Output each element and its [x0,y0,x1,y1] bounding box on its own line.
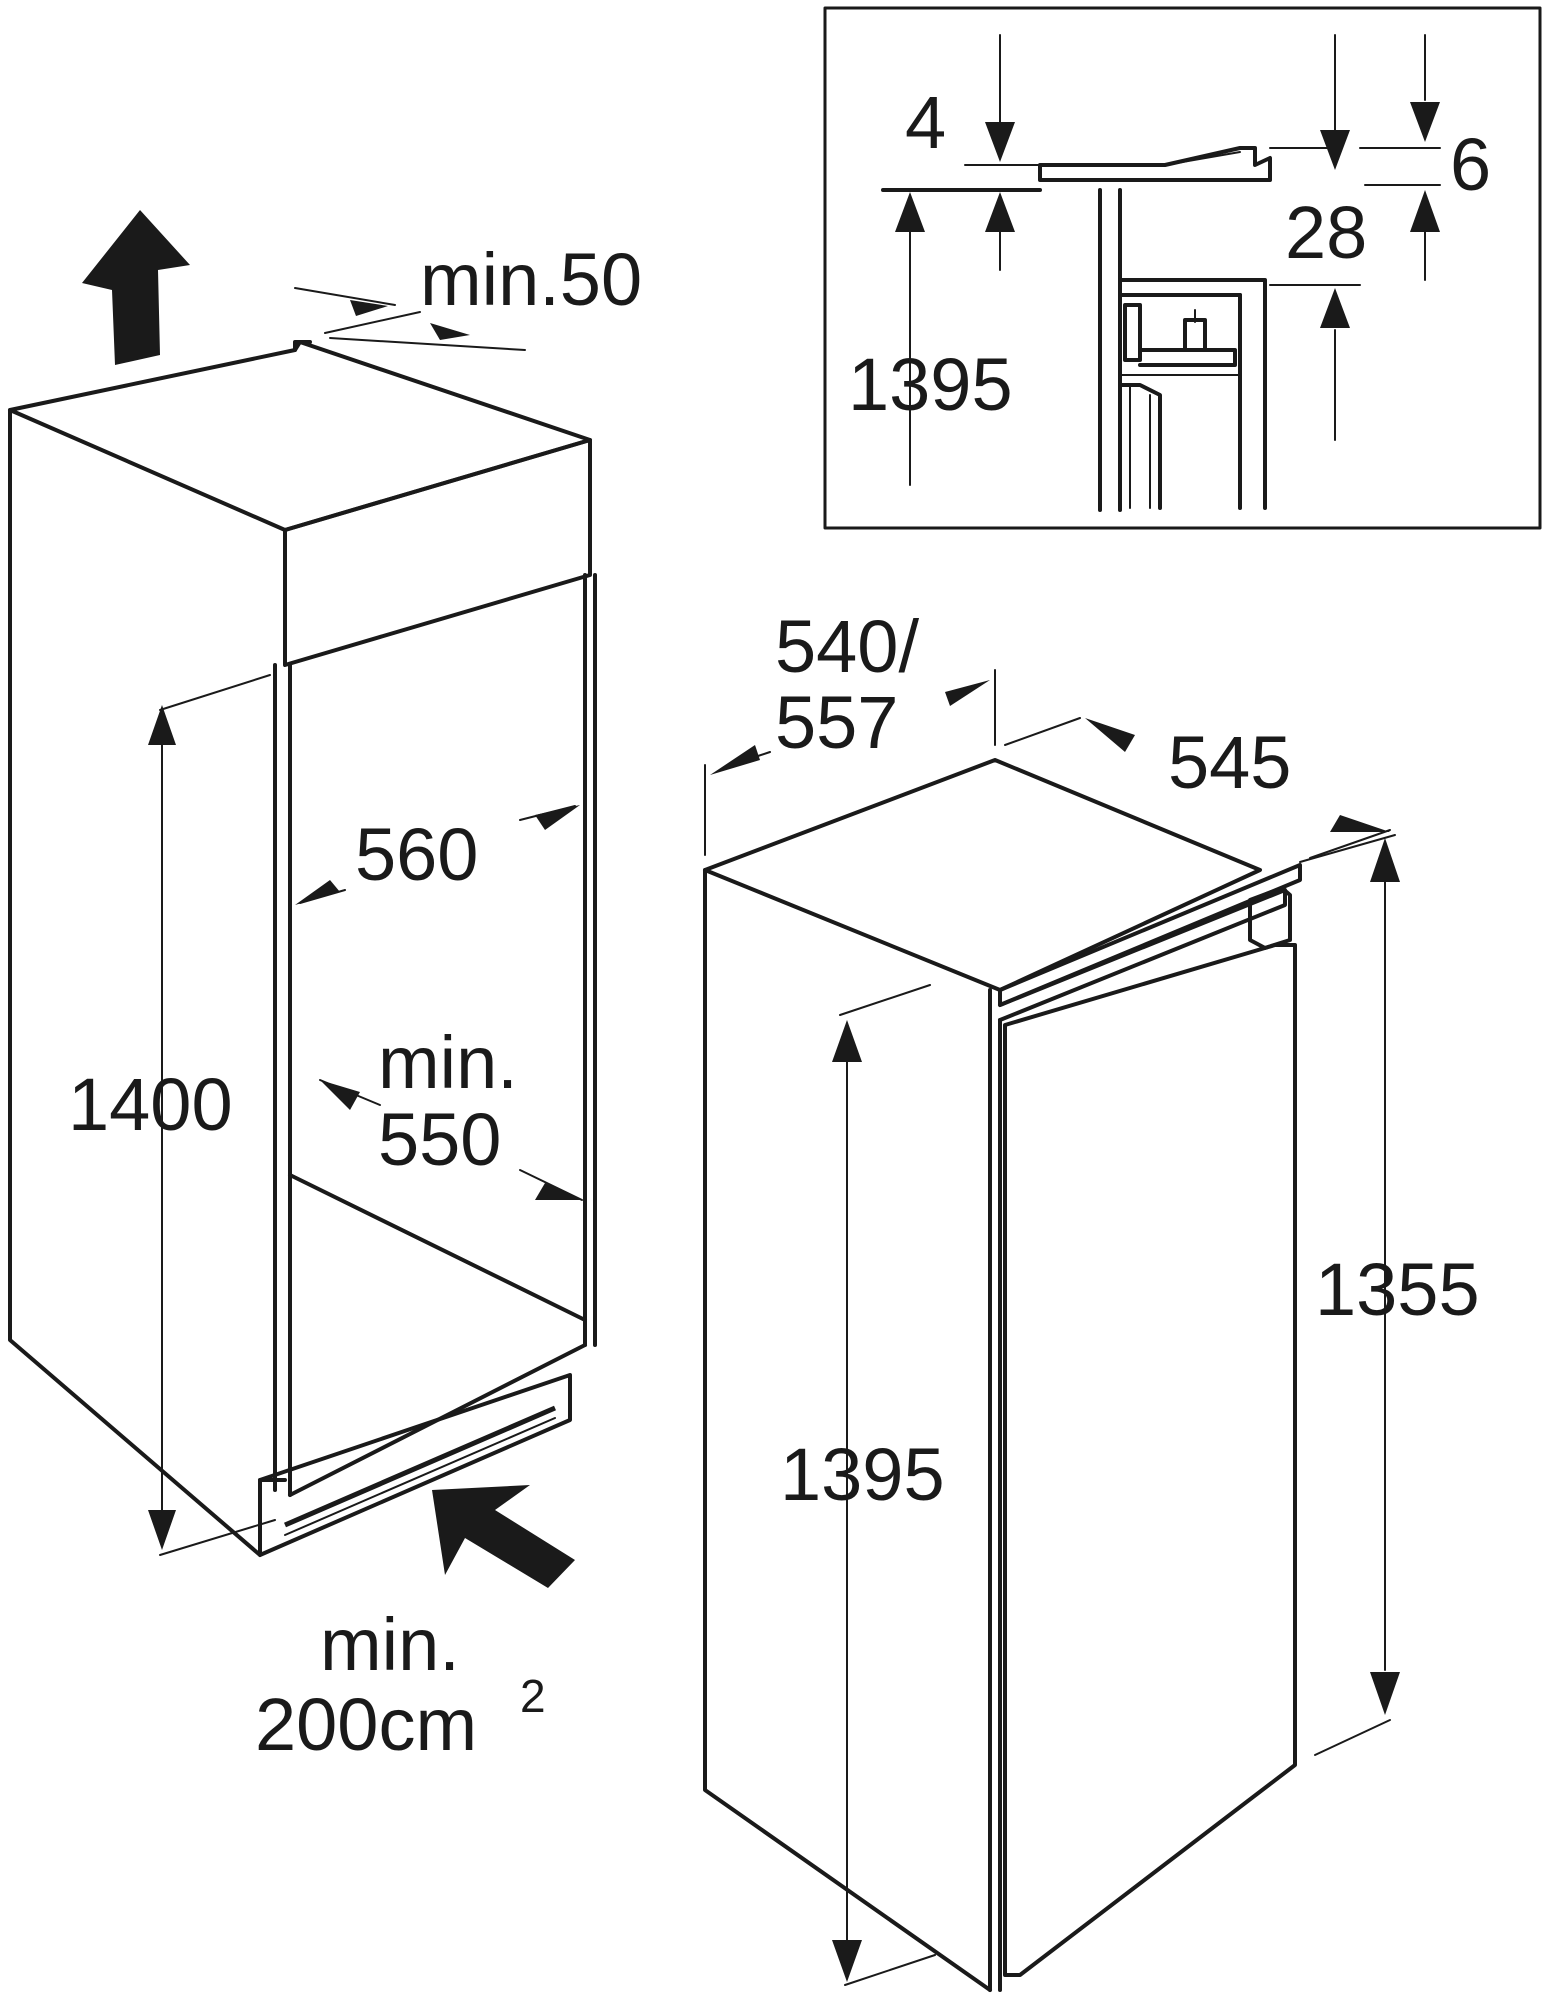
detail-inset: 4 1395 6 28 [823,6,1542,530]
label-detail-1395: 1395 [848,343,1013,426]
label-vent-line1: min. [320,1603,460,1686]
dimension-depth-540-557: 540/ 557 [704,605,996,856]
dimension-min-50: min.50 [294,238,642,351]
dimension-width-545: 545 [1004,717,1396,863]
niche-cabinet [8,340,597,1557]
label-vent-sup: 2 [520,1670,546,1722]
label-1395-appliance: 1395 [780,1433,945,1516]
label-540: 540/ [775,605,919,688]
dimension-depth-min-550: min. 550 [319,1021,583,1201]
label-vent-line2: 200cm [255,1683,477,1766]
label-detail-4: 4 [905,81,946,164]
label-1355: 1355 [1315,1248,1480,1331]
dimension-height-1355: 1355 [1309,829,1480,1756]
dimension-width-560: 560 [295,805,580,905]
label-detail-28: 28 [1285,191,1367,274]
label-1400: 1400 [68,1063,233,1146]
label-560: 560 [355,813,478,896]
appliance-body [703,758,1302,1992]
air-outlet-arrow-icon [82,210,190,365]
ventilation-inlet: min. 200cm 2 [255,1485,575,1766]
label-min-550-line1: min. [378,1021,518,1104]
label-557: 557 [775,681,898,764]
label-min-550-line2: 550 [378,1098,501,1181]
label-detail-6: 6 [1450,123,1491,206]
air-inlet-arrow-icon [432,1485,575,1588]
label-545: 545 [1168,721,1291,804]
dimension-height-1400: 1400 [68,674,276,1556]
dimension-height-1395: 1395 [780,984,945,1986]
label-min-50: min.50 [420,238,642,321]
